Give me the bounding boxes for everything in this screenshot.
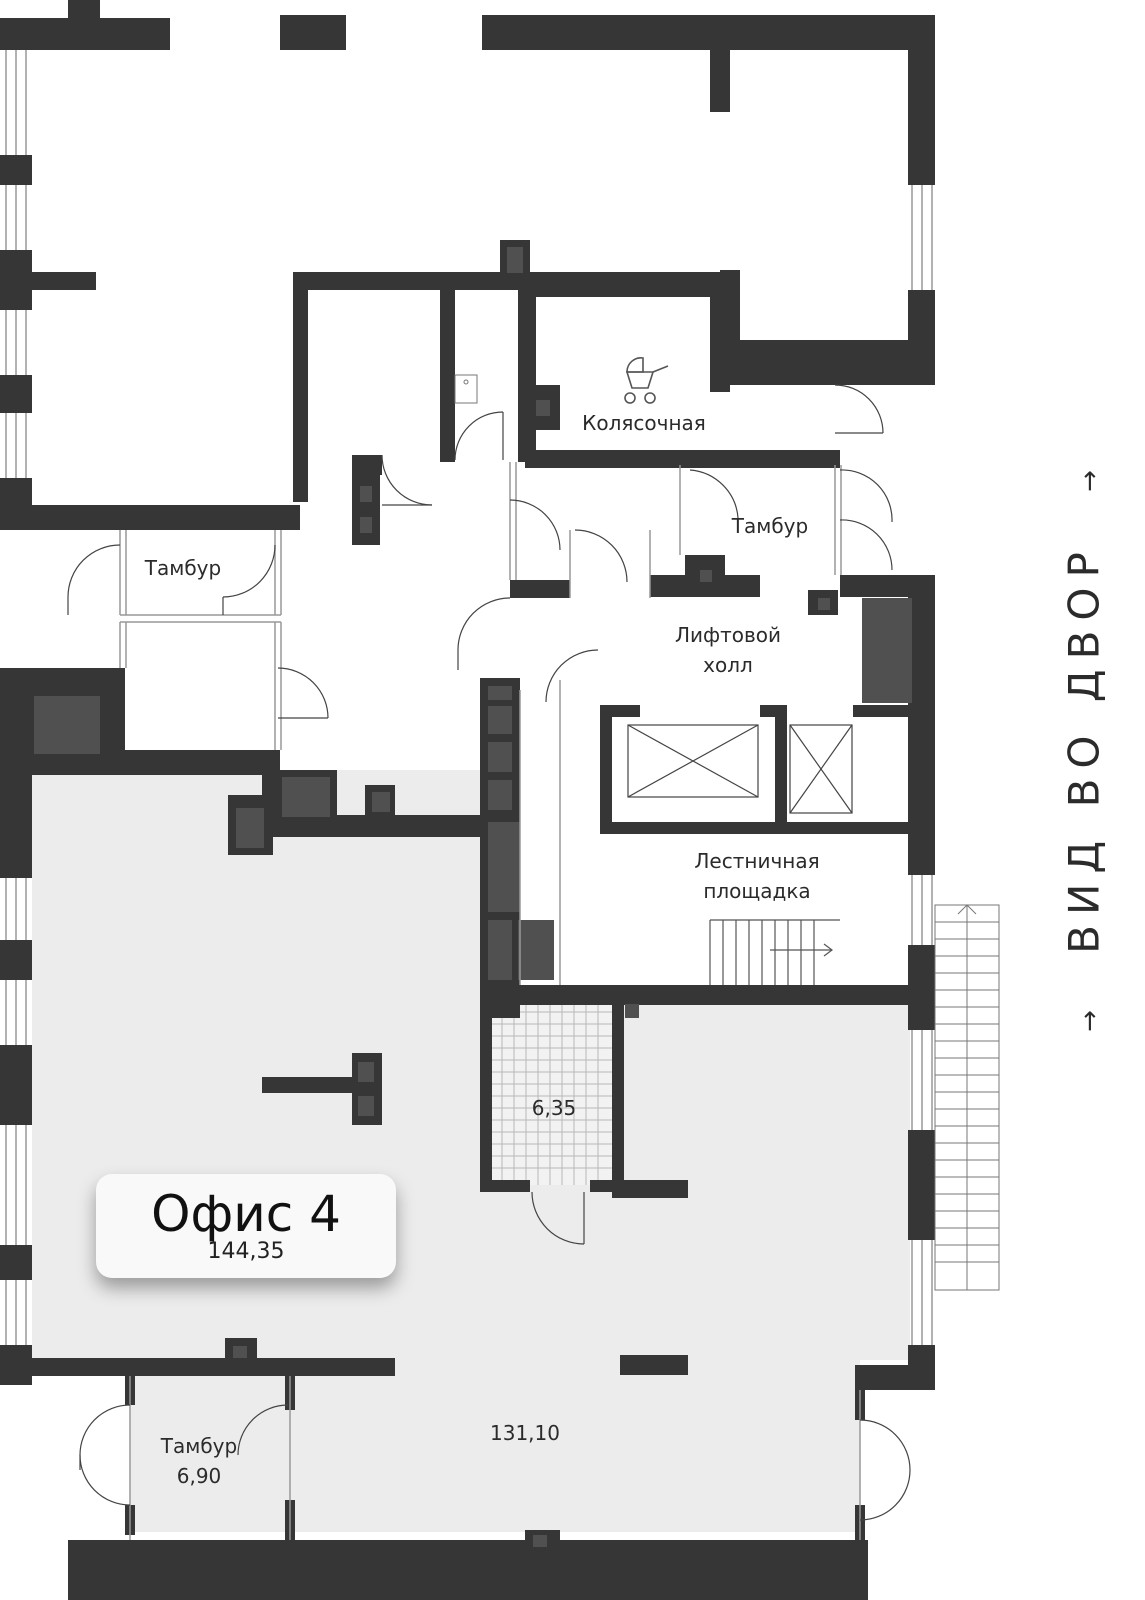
stroller-icon [624, 357, 669, 404]
stair-landing-label: Лестничная площадка [694, 849, 820, 903]
arrow-top-icon: → [1075, 470, 1105, 492]
windows [5, 50, 933, 1540]
arrow-bottom-icon: → [1075, 1010, 1105, 1032]
vestibule-top-right-label: Тамбур [731, 514, 809, 538]
office-card[interactable]: Офис 4 144,35 [96, 1174, 396, 1278]
shafts [34, 247, 912, 1547]
sink-icon [454, 374, 478, 404]
view-label: ВИД ВО ДВОР [1059, 542, 1109, 954]
office-title: Офис 4 [151, 1185, 341, 1243]
stroller-room-label: Колясочная [582, 411, 706, 435]
vestibule-left-label: Тамбур [144, 556, 222, 580]
office-area: 144,35 [207, 1239, 285, 1264]
outdoor-stairs-icon [934, 904, 1000, 1291]
elevator-hall-label: Лифтовой холл [674, 623, 782, 677]
bathroom-tiles [490, 1000, 612, 1185]
stairs-icon [709, 919, 840, 985]
office-lower-area-label: 131,10 [490, 1421, 560, 1445]
door-swings [67, 384, 911, 1521]
walls [0, 0, 935, 1600]
elevator-icon [627, 724, 853, 814]
bathroom-area-label: 6,35 [531, 1096, 577, 1120]
vestibule-bottom-label: Тамбур 6,90 [160, 1434, 238, 1488]
